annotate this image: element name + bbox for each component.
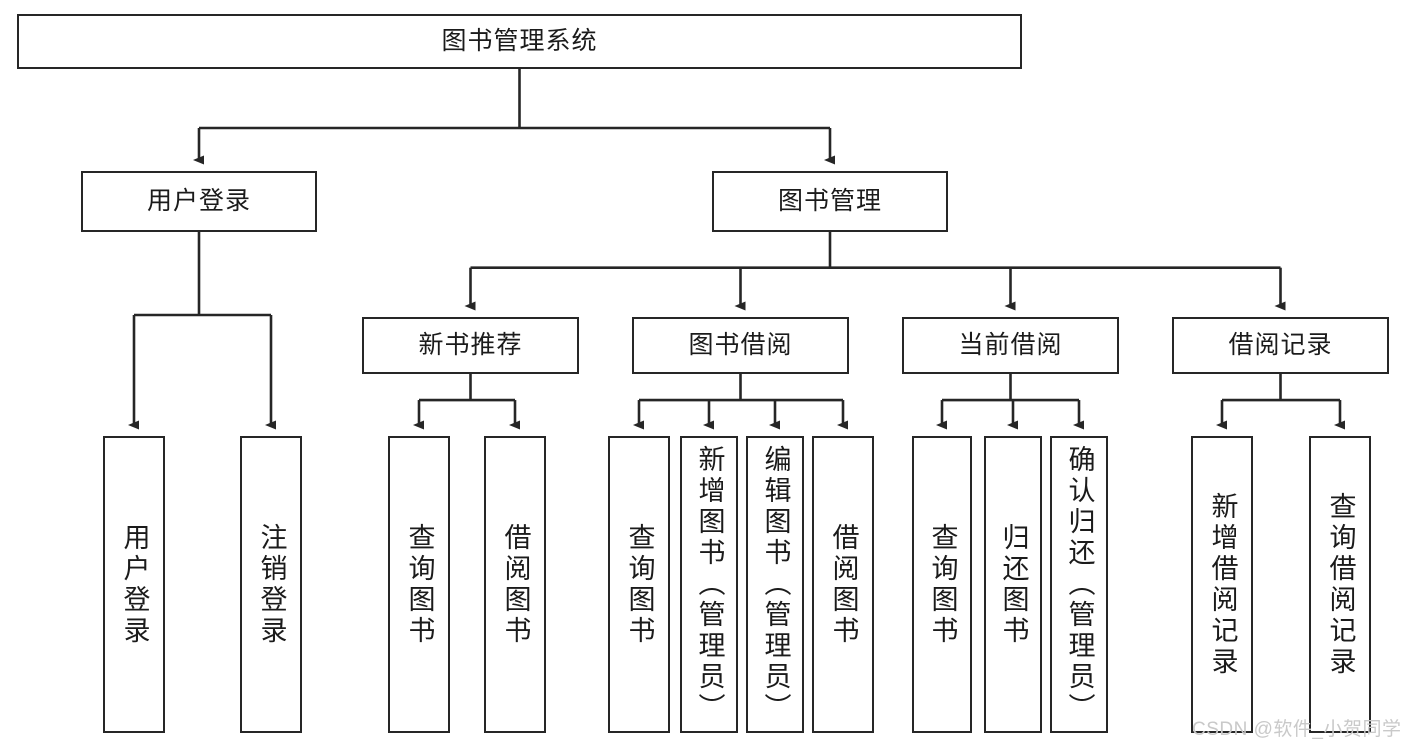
- node-current-borrow[interactable]: 当前借阅: [902, 317, 1119, 374]
- csdn-watermark: CSDN @软件_小贺同学: [1192, 719, 1402, 740]
- node-label: 借阅图书: [500, 522, 531, 647]
- node-leaf-borrow-book-2[interactable]: 借阅图书: [812, 436, 874, 733]
- node-leaf-query-record[interactable]: 查询借阅记录: [1309, 436, 1371, 733]
- node-leaf-borrow-book-1[interactable]: 借阅图书: [484, 436, 546, 733]
- node-label: 当前借阅: [958, 330, 1063, 359]
- node-label: 借阅记录: [1228, 330, 1333, 359]
- node-label: 用户登录: [146, 186, 251, 215]
- node-label: 归还图书: [998, 522, 1029, 647]
- node-leaf-add-book[interactable]: 新增图书（管理员）: [680, 436, 738, 733]
- node-leaf-add-record[interactable]: 新增借阅记录: [1191, 436, 1253, 733]
- node-leaf-edit-book[interactable]: 编辑图书（管理员）: [746, 436, 804, 733]
- node-label: 图书管理系统: [441, 26, 598, 55]
- node-label: 新书推荐: [418, 330, 523, 359]
- node-leaf-confirm-return[interactable]: 确认归还（管理员）: [1050, 436, 1108, 733]
- node-book-borrow[interactable]: 图书借阅: [632, 317, 849, 374]
- node-leaf-logout[interactable]: 注销登录: [240, 436, 302, 733]
- node-borrow-record[interactable]: 借阅记录: [1172, 317, 1389, 374]
- node-root[interactable]: 图书管理系统: [17, 14, 1022, 69]
- node-label: 查询图书: [404, 522, 435, 647]
- node-label: 查询图书: [624, 522, 655, 647]
- node-label: 用户登录: [119, 522, 150, 647]
- node-leaf-query-book-2[interactable]: 查询图书: [608, 436, 670, 733]
- node-leaf-query-book-3[interactable]: 查询图书: [912, 436, 972, 733]
- node-book-manage[interactable]: 图书管理: [712, 171, 948, 232]
- node-user-login[interactable]: 用户登录: [81, 171, 317, 232]
- node-label: 查询图书: [927, 522, 958, 647]
- node-leaf-user-login[interactable]: 用户登录: [103, 436, 165, 733]
- node-label: 编辑图书（管理员）: [760, 445, 791, 724]
- node-label: 新增图书（管理员）: [694, 445, 725, 724]
- node-label: 确认归还（管理员）: [1064, 445, 1095, 724]
- node-leaf-return-book[interactable]: 归还图书: [984, 436, 1042, 733]
- node-label: 查询借阅记录: [1325, 491, 1356, 678]
- node-label: 图书管理: [777, 186, 882, 215]
- node-label: 图书借阅: [688, 330, 793, 359]
- node-label: 注销登录: [256, 522, 287, 647]
- node-label: 新增借阅记录: [1207, 491, 1238, 678]
- node-new-book-recommend[interactable]: 新书推荐: [362, 317, 579, 374]
- node-label: 借阅图书: [828, 522, 859, 647]
- node-leaf-query-book-1[interactable]: 查询图书: [388, 436, 450, 733]
